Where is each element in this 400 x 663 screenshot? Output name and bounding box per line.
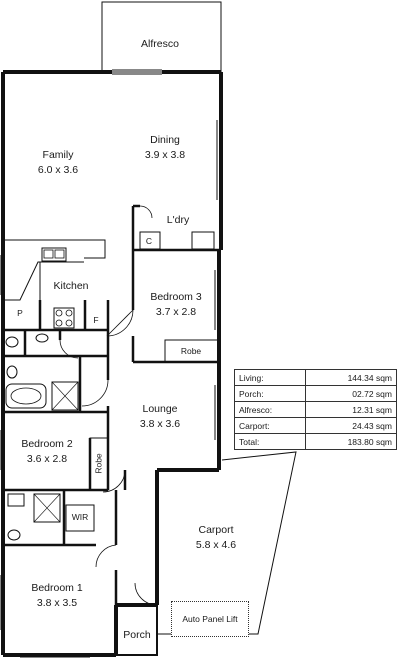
- laundry-cupboard-label: C: [145, 236, 153, 246]
- robe2-outline: [89, 437, 109, 491]
- room-family-name: Family: [42, 149, 74, 161]
- fridge-label: F: [93, 315, 99, 325]
- auto-panel-lift-label: Auto Panel Lift: [171, 601, 249, 637]
- robe3-label: Robe: [180, 346, 202, 356]
- area-value: 24.43 sqm: [305, 417, 397, 434]
- room-lounge-name: Lounge: [142, 403, 178, 415]
- table-row: Carport: 24.43 sqm: [233, 417, 397, 434]
- laundry-tub: [191, 231, 215, 250]
- table-row: Living: 144.34 sqm: [233, 369, 397, 386]
- room-bedroom2-size: 3.6 x 2.8: [26, 453, 68, 465]
- robe3-outline: [164, 339, 220, 363]
- robe2-label: Robe: [93, 453, 104, 474]
- kitchen-bench: [3, 239, 106, 259]
- cooktop: [53, 307, 75, 329]
- room-lounge-size: 3.8 x 3.6: [139, 418, 181, 430]
- internal-walls: [3, 204, 219, 605]
- room-porch-name: Porch: [123, 629, 151, 641]
- room-dining-size: 3.9 x 3.8: [144, 149, 186, 161]
- bathtub: [5, 383, 47, 409]
- porch-outline: [115, 604, 158, 656]
- sink: [41, 247, 67, 262]
- room-carport-size: 5.8 x 4.6: [195, 539, 237, 551]
- area-label: Total:: [233, 433, 307, 450]
- room-bedroom3-name: Bedroom 3: [150, 291, 202, 303]
- kitchen-corner-bench: [3, 261, 84, 301]
- room-carport-name: Carport: [198, 524, 234, 536]
- laundry-cupboard: [139, 231, 161, 250]
- area-value: 02.72 sqm: [305, 385, 397, 402]
- area-label: Alfresco:: [233, 401, 307, 418]
- ensuite-shower: [33, 493, 61, 523]
- alfresco-outline: [101, 1, 222, 73]
- shower: [51, 381, 79, 411]
- windows: [0, 69, 218, 658]
- area-schedule-table: Living: 144.34 sqm Porch: 02.72 sqm Alfr…: [233, 369, 397, 450]
- room-bedroom2-name: Bedroom 2: [21, 438, 73, 450]
- room-alfresco-name: Alfresco: [141, 38, 179, 50]
- toilet: [5, 336, 19, 348]
- basin: [35, 333, 49, 343]
- room-bedroom1-name: Bedroom 1: [31, 582, 83, 594]
- area-label: Porch:: [233, 385, 307, 402]
- room-dining-name: Dining: [150, 134, 180, 146]
- table-row: Alfresco: 12.31 sqm: [233, 401, 397, 418]
- door-swings: [59, 205, 158, 606]
- room-bedroom1-size: 3.8 x 3.5: [36, 597, 78, 609]
- area-value: 144.34 sqm: [305, 369, 397, 386]
- table-row: Porch: 02.72 sqm: [233, 385, 397, 402]
- room-family-size: 6.0 x 3.6: [37, 164, 79, 176]
- room-bedroom3-size: 3.7 x 2.8: [155, 306, 197, 318]
- area-value: 183.80 sqm: [305, 433, 397, 450]
- room-kitchen-name: Kitchen: [53, 280, 89, 292]
- exterior-walls: [1, 70, 223, 657]
- area-label: Carport:: [233, 417, 307, 434]
- pantry-label: P: [17, 308, 23, 318]
- room-laundry-name: L'dry: [166, 214, 190, 226]
- area-value: 12.31 sqm: [305, 401, 397, 418]
- wir-label: WIR: [71, 512, 89, 522]
- table-row: Total: 183.80 sqm: [233, 433, 397, 450]
- area-label: Living:: [233, 369, 307, 386]
- wir-outline: [65, 504, 95, 532]
